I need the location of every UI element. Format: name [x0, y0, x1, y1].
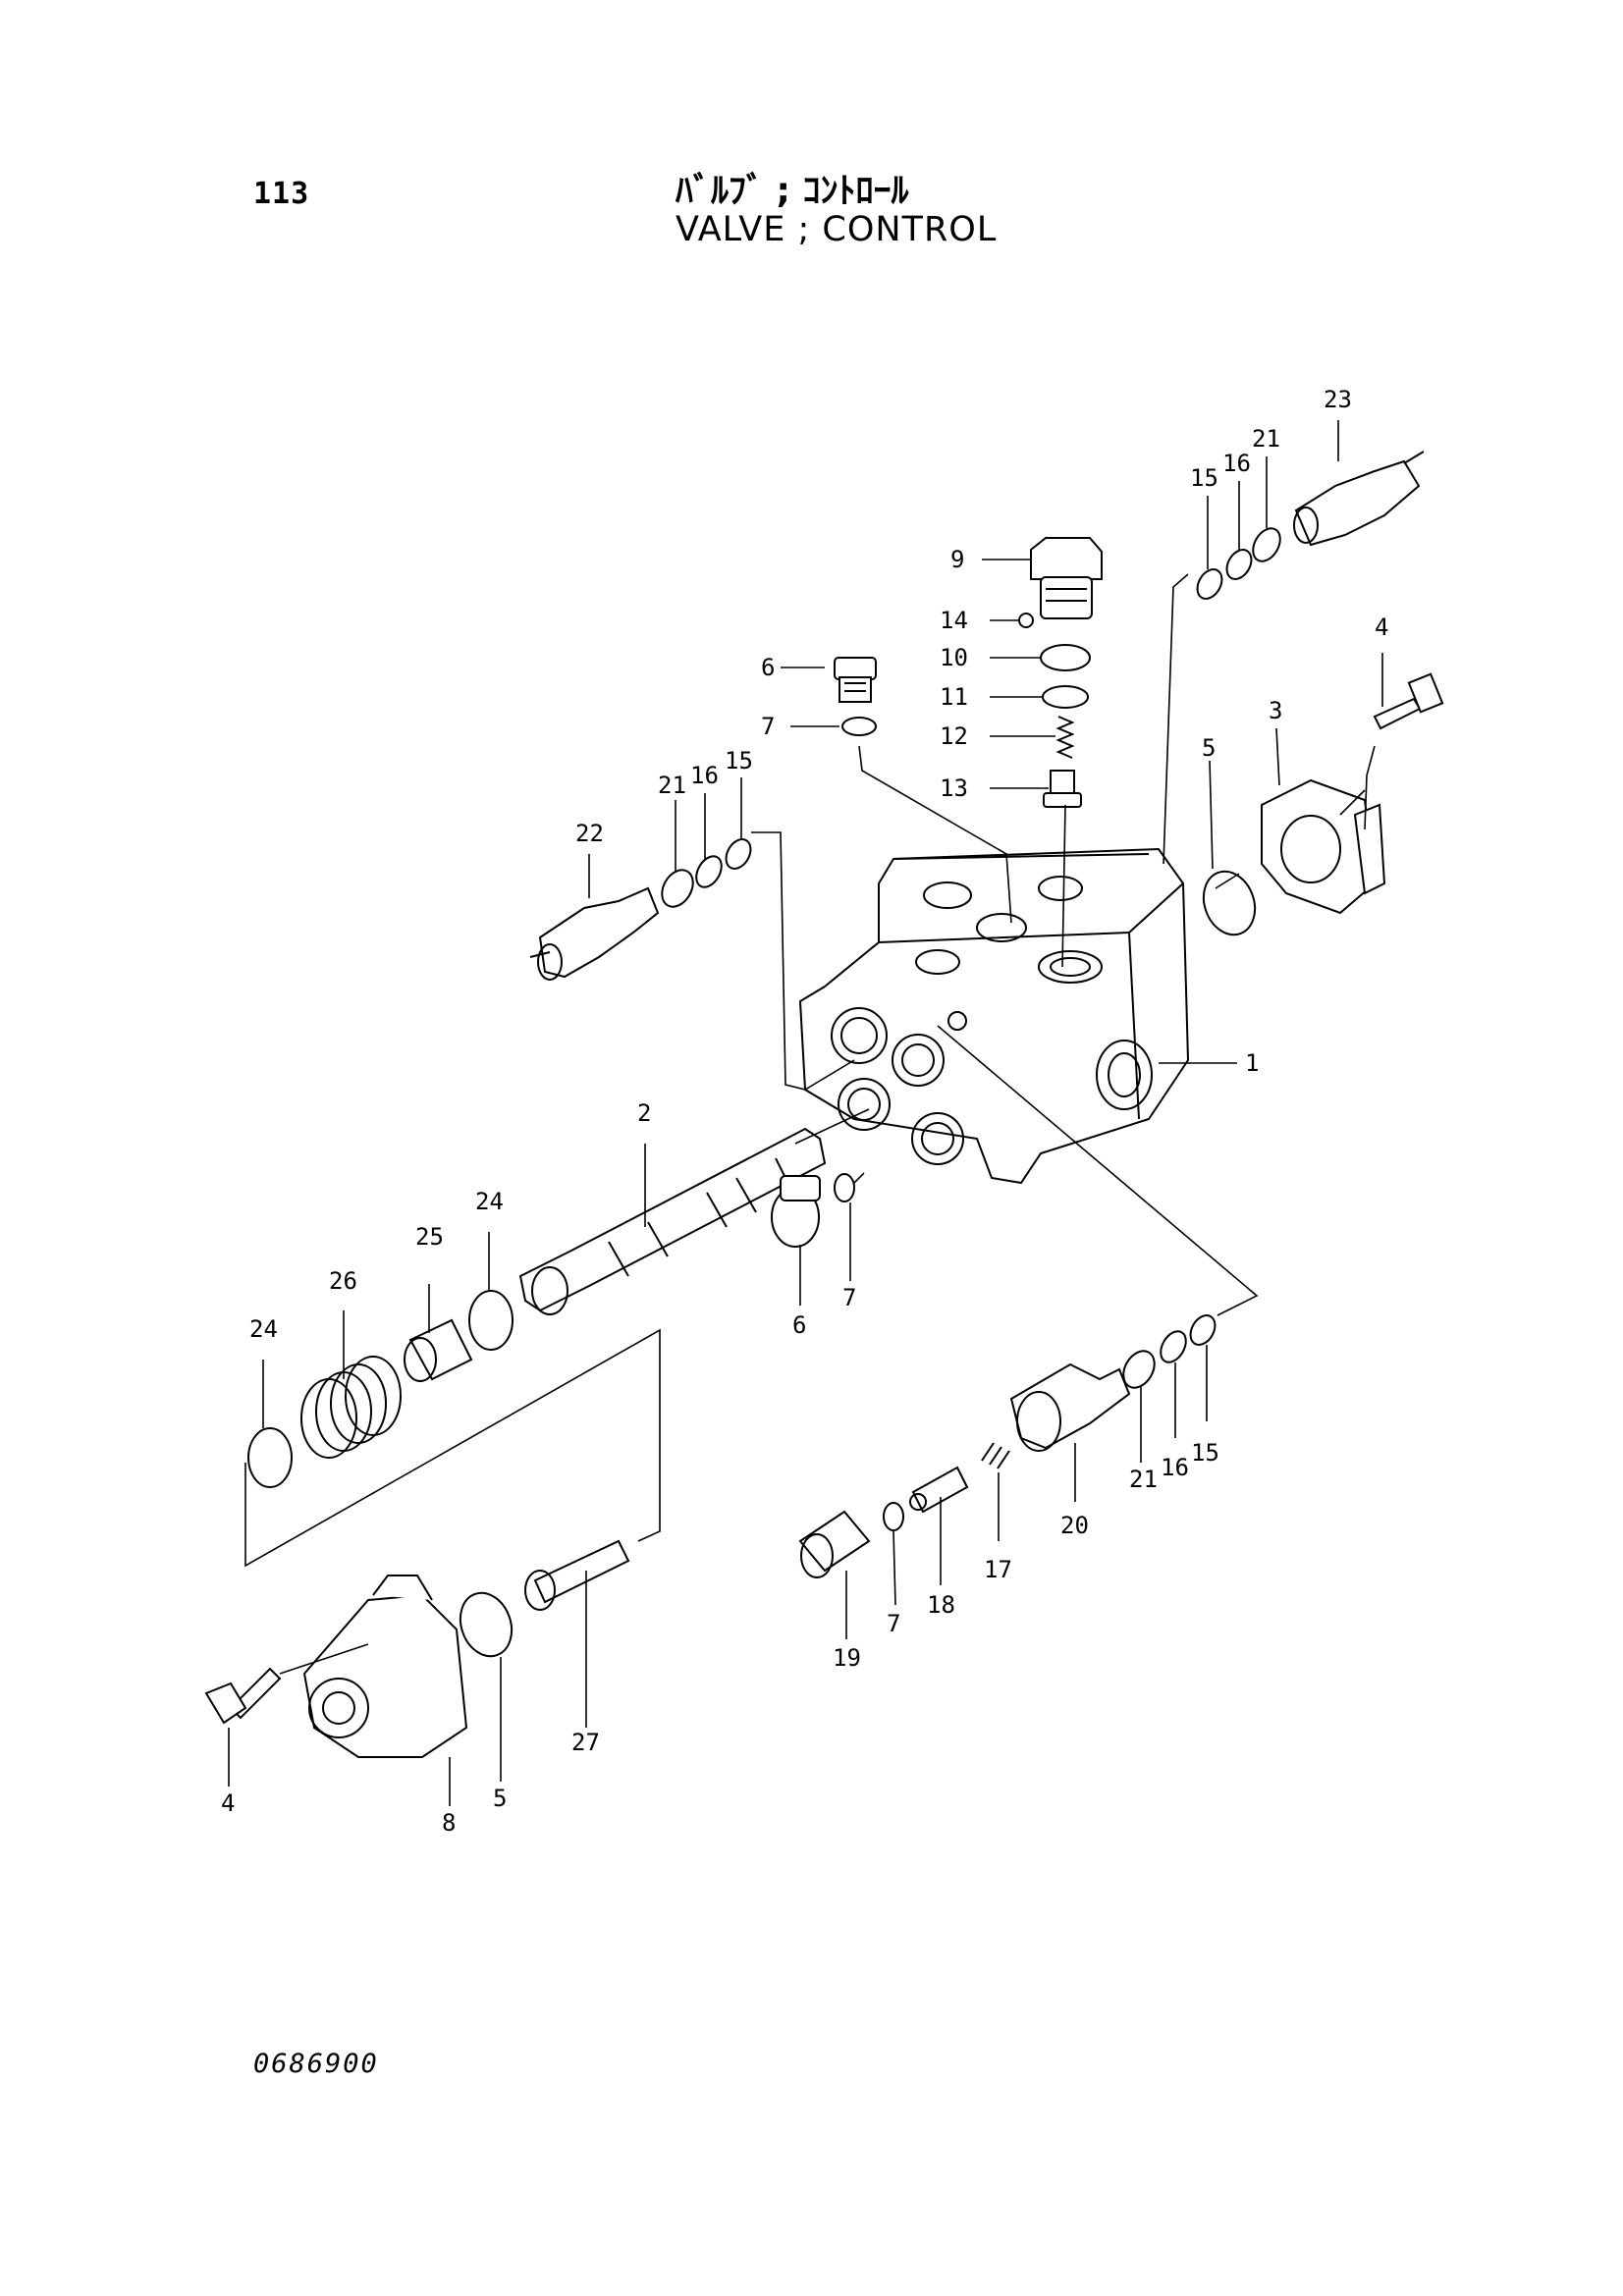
callout-8: 8	[442, 1809, 456, 1837]
relief-valve-part-22	[529, 886, 660, 981]
o-ring-part-lower	[459, 1591, 514, 1658]
ring-16-part-upper	[1225, 549, 1253, 580]
callout-25: 25	[415, 1223, 444, 1251]
callout-20: 20	[1060, 1512, 1089, 1539]
ring-15-part-right	[1189, 1314, 1217, 1346]
callout-24-lower: 24	[249, 1315, 278, 1343]
callout-19: 19	[833, 1644, 861, 1672]
o-ring-small-part-2	[834, 1173, 855, 1202]
spacer-part	[404, 1318, 473, 1382]
cap-nut-part	[1030, 537, 1103, 619]
plug-part-lower	[771, 1175, 821, 1248]
callout-11: 11	[940, 683, 968, 711]
washer-part	[1040, 644, 1091, 671]
ring-16-part-right	[1160, 1330, 1187, 1363]
callout-5-upper: 5	[1202, 734, 1216, 762]
callout-27: 27	[571, 1729, 600, 1756]
callout-16-right: 16	[1161, 1454, 1189, 1481]
spring-part-26	[300, 1356, 402, 1459]
callout-4-upper: 4	[1375, 614, 1388, 641]
callout-7-lower: 7	[887, 1610, 900, 1637]
callout-21-left: 21	[658, 772, 686, 799]
plug-part-upper	[834, 657, 877, 703]
callout-21-upper: 21	[1252, 425, 1280, 453]
drawing-number: 0686900	[253, 2049, 379, 2079]
title-japanese: ﾊﾞﾙﾌﾞ ; ｺﾝﾄﾛｰﾙ	[676, 171, 909, 211]
callout-7-middle: 7	[842, 1284, 856, 1311]
valve-body-part	[798, 847, 1190, 1185]
spring-small-part	[1055, 716, 1075, 759]
title-english: VALVE ; CONTROL	[676, 210, 998, 249]
callout-17: 17	[984, 1556, 1012, 1583]
callout-6-upper: 6	[761, 654, 775, 681]
callout-10: 10	[940, 644, 968, 671]
callout-16-upper: 16	[1222, 450, 1251, 477]
o-ring-medium-part	[1042, 685, 1089, 709]
leader-lines	[228, 420, 1383, 1806]
plug-part-19	[798, 1510, 871, 1578]
o-ring-small-part-1	[841, 717, 877, 736]
relief-valve-part-20	[1009, 1362, 1131, 1452]
callout-26: 26	[329, 1267, 357, 1295]
ring-15-part-upper	[1196, 568, 1223, 600]
callout-2: 2	[637, 1099, 651, 1127]
callout-22: 22	[575, 820, 604, 847]
poppet-part	[1043, 770, 1082, 808]
spool-part	[518, 1127, 827, 1315]
callout-labels: 1 2 3 4 4 5 5 6 6 7 7 7 8 9 10 11 12 13 …	[221, 386, 1388, 1837]
callout-4-lower: 4	[221, 1789, 235, 1817]
callout-15-right: 15	[1191, 1439, 1219, 1467]
callout-6-lower: 6	[792, 1311, 806, 1339]
o-ring-small-part-3	[883, 1502, 904, 1531]
callout-16-left: 16	[690, 762, 719, 789]
ring-21-part-right	[1122, 1350, 1156, 1389]
spring-seat-part-upper	[468, 1290, 514, 1351]
callout-18: 18	[927, 1591, 955, 1619]
callout-9: 9	[950, 546, 964, 573]
housing-part	[302, 1575, 468, 1758]
flange-cover-part	[1261, 778, 1386, 915]
spring-seat-part-lower	[247, 1427, 293, 1488]
bolt-part-lower	[204, 1667, 282, 1725]
relief-valve-part-23	[1293, 451, 1425, 547]
ball-part	[1018, 613, 1034, 628]
callout-12: 12	[940, 722, 968, 750]
o-ring-part-upper	[1202, 870, 1257, 936]
callout-5-lower: 5	[493, 1785, 507, 1812]
callout-23: 23	[1324, 386, 1352, 413]
ring-15-part-left	[725, 838, 752, 870]
ring-16-part-left	[695, 855, 723, 888]
assembly-lines	[244, 573, 1376, 1675]
callout-21-right: 21	[1129, 1466, 1158, 1493]
callout-15-left: 15	[725, 747, 753, 774]
callout-15-upper: 15	[1190, 464, 1218, 492]
callout-3: 3	[1269, 697, 1282, 724]
stopper-part-27	[524, 1539, 630, 1611]
bolt-part-upper	[1373, 672, 1444, 730]
callout-14: 14	[940, 607, 968, 634]
ring-21-part-upper	[1252, 527, 1281, 562]
callout-7-upper: 7	[761, 713, 775, 740]
ring-21-part-left	[661, 869, 694, 908]
spring-part-17	[981, 1442, 1010, 1469]
page-number: 113	[253, 177, 310, 211]
poppet-part-18	[909, 1466, 969, 1514]
callout-13: 13	[940, 774, 968, 802]
callout-24-upper: 24	[475, 1188, 504, 1215]
callout-1: 1	[1245, 1049, 1259, 1077]
